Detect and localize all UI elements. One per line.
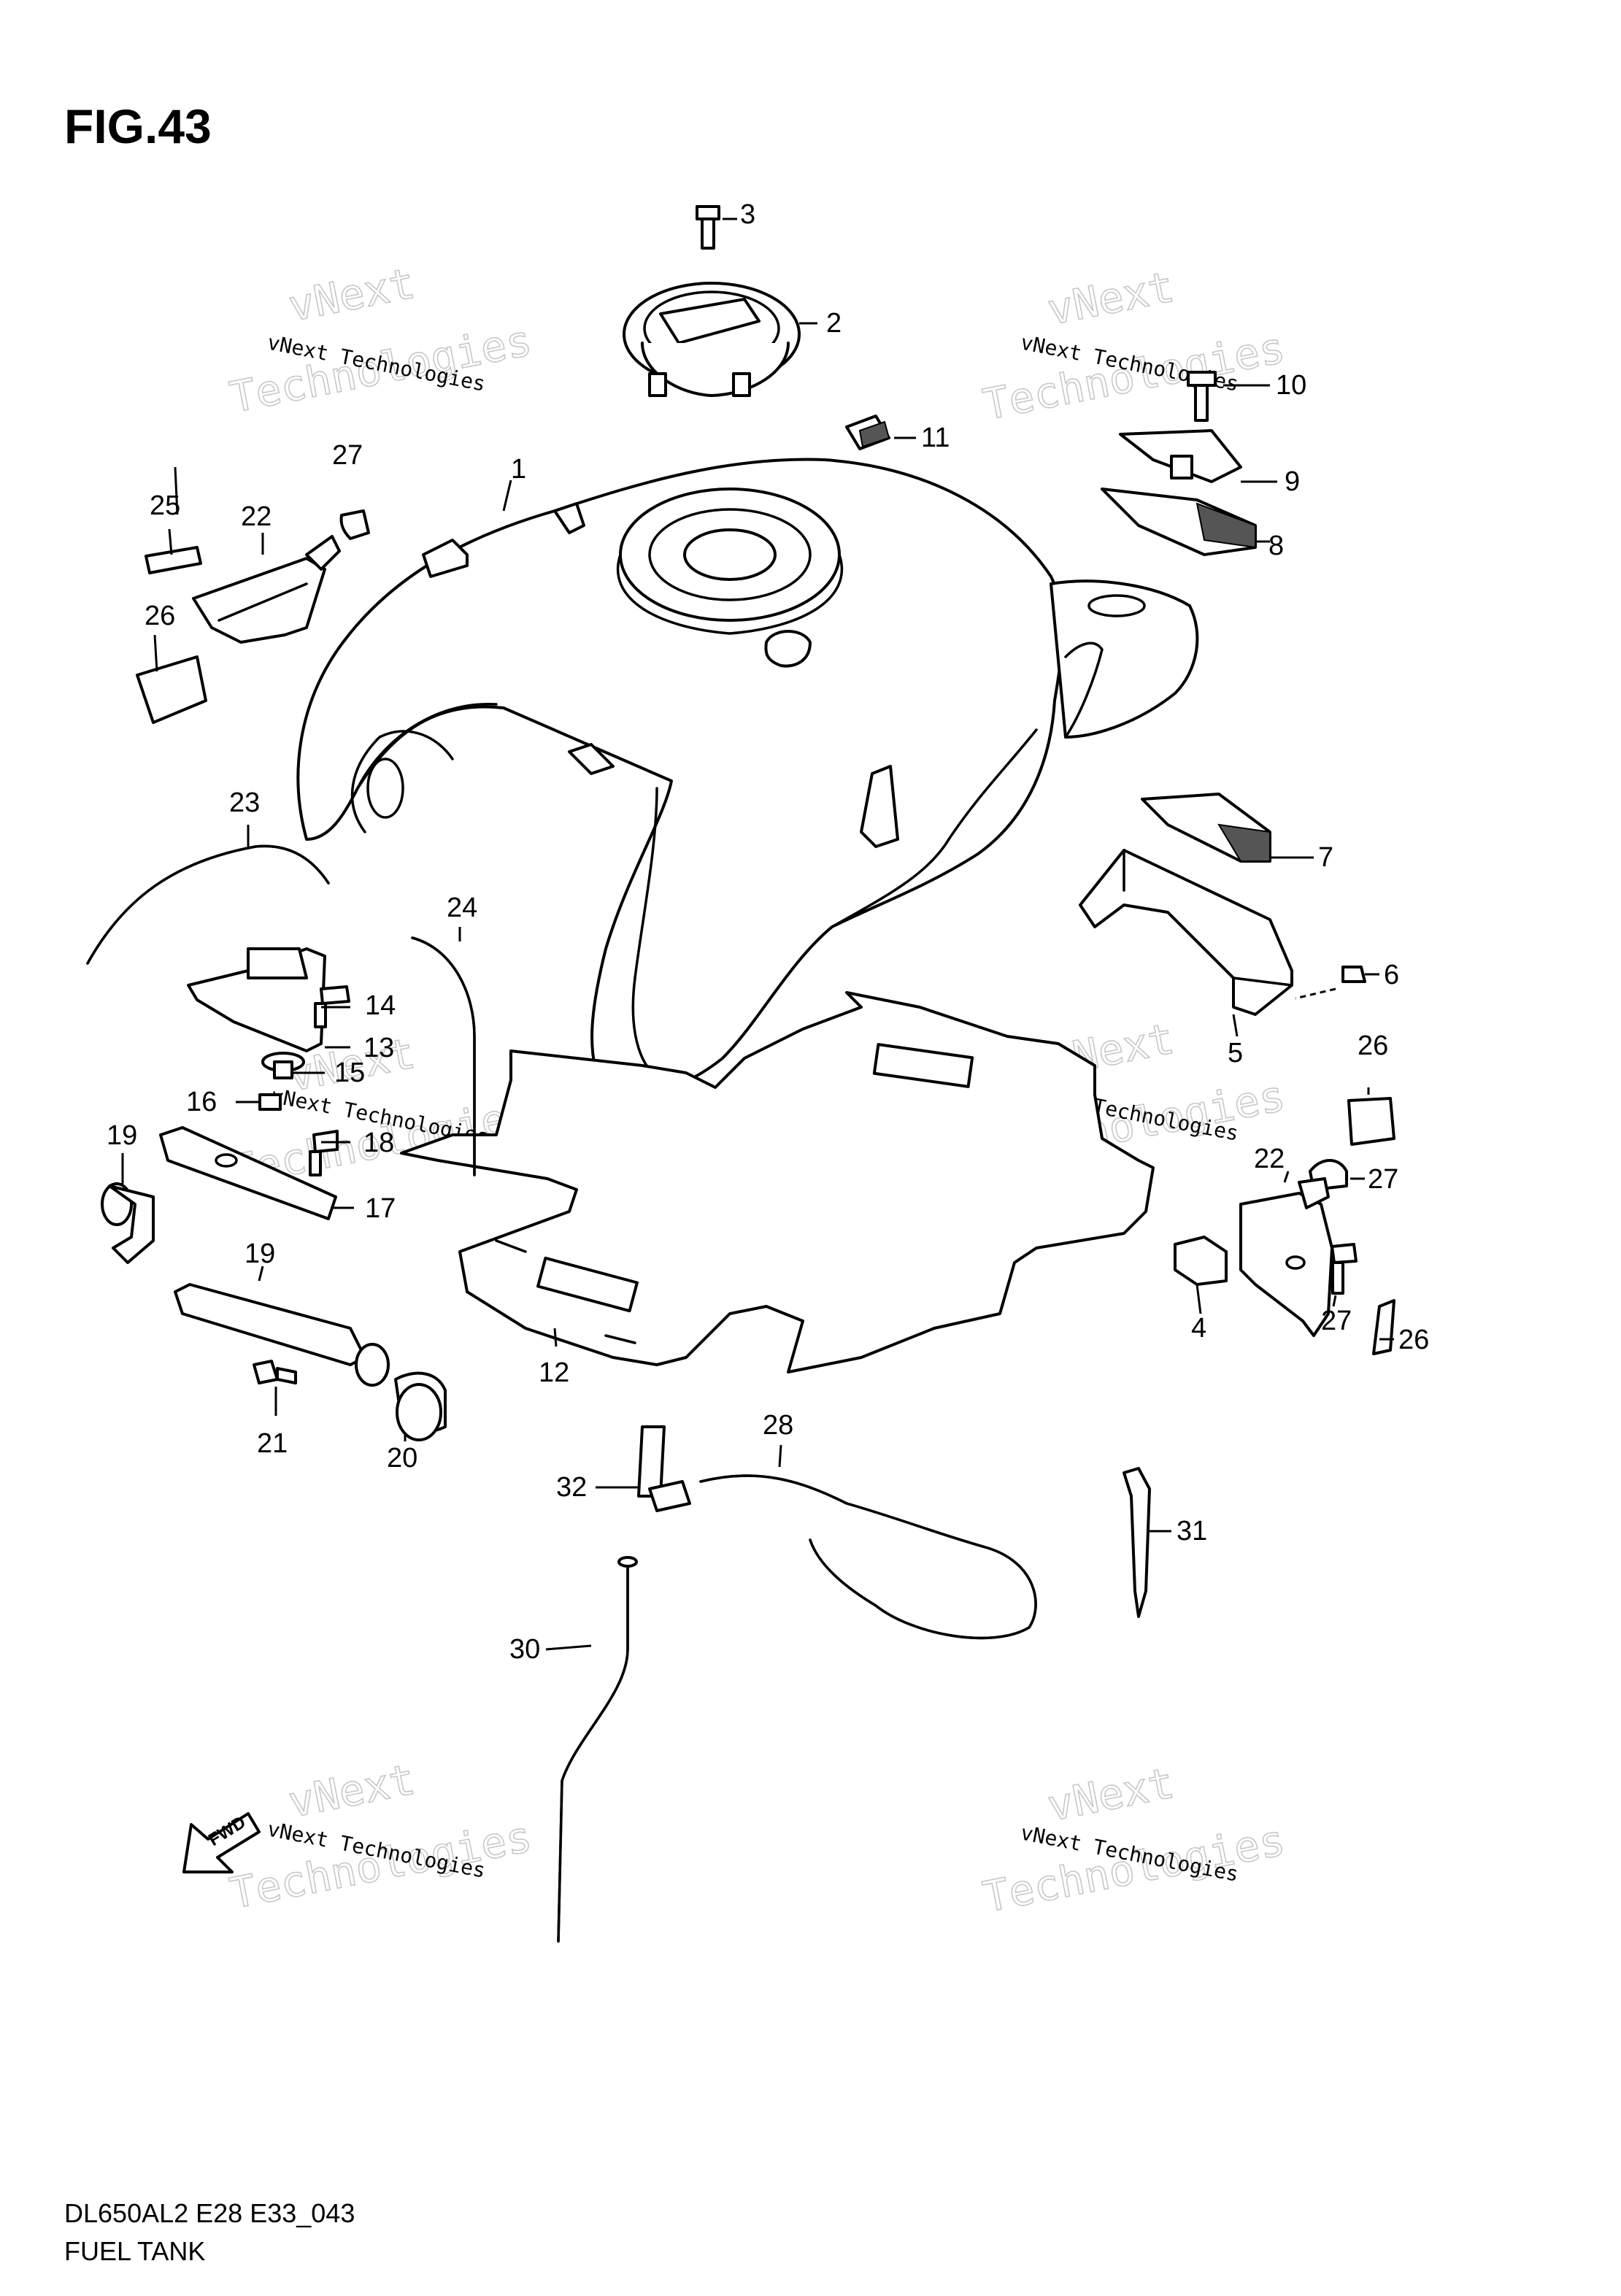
hose-22-center [411, 936, 476, 1176]
cushion-7 [1141, 793, 1271, 863]
figure-title: FIG.43 [64, 99, 212, 153]
cushion-4 [1174, 1236, 1228, 1286]
callout-4: 4 [1191, 1313, 1206, 1344]
callout-5: 5 [1228, 1038, 1243, 1068]
callout-16: 16 [186, 1087, 217, 1117]
gasket-8 [1101, 488, 1257, 556]
svg-text:vNext: vNext [1044, 1758, 1178, 1831]
bolt-21 [253, 1360, 297, 1384]
callout-26-right: 26 [1398, 1325, 1429, 1355]
callout-21: 21 [257, 1428, 288, 1459]
callout-17: 17 [365, 1193, 396, 1224]
callout-2: 2 [826, 308, 842, 339]
screw-3 [696, 205, 720, 250]
callout-10: 10 [1276, 370, 1306, 401]
cover-24 [1239, 1177, 1333, 1337]
bolt-14 [314, 985, 350, 1028]
hose-29 [699, 1474, 1037, 1640]
grommet-15 [261, 1052, 305, 1079]
leader-lines [121, 217, 1394, 1651]
callout-7: 7 [1318, 842, 1333, 873]
svg-text:vNext: vNext [285, 1754, 419, 1827]
watermark-top-right: Technologies vNext vNext Technologies [979, 261, 1290, 431]
clip-31 [1123, 1467, 1151, 1618]
band-19 [174, 1283, 390, 1387]
callout-19-band: 19 [245, 1238, 275, 1269]
svg-text:vNext: vNext [285, 258, 419, 331]
callout-19-left: 19 [107, 1120, 137, 1151]
bolt-10 [1187, 371, 1217, 422]
pad-25 [145, 546, 202, 574]
callout-13: 13 [363, 1033, 394, 1063]
callout-22-center: 24 [447, 893, 477, 923]
callout-6: 6 [1384, 960, 1399, 990]
callout-23: 22 [241, 501, 272, 532]
watermark-top-left: Technologies vNext vNext Technologies [226, 258, 536, 423]
watermark-bottom-right: Technologies vNext vNext Technologies [979, 1757, 1290, 1923]
callout-3: 3 [740, 199, 755, 230]
callout-20: 20 [387, 1443, 417, 1473]
callout-24: 22 [1254, 1144, 1285, 1174]
cover-23 [192, 535, 341, 644]
joint-32 [637, 1425, 691, 1512]
hose-30 [557, 1556, 638, 1943]
callout-11: 11 [921, 423, 950, 453]
hose-22-left [86, 844, 330, 965]
plate-9 [1119, 429, 1242, 483]
clip-19-left [101, 1182, 155, 1264]
figure-name: FUEL TANK [64, 2236, 205, 2266]
callout-28: 27 [1321, 1306, 1352, 1336]
fwd-arrow-icon: FWD [182, 1812, 261, 1873]
callout-22-left: 23 [229, 787, 260, 818]
pad-26-left [136, 655, 207, 724]
collar-16 [258, 1093, 282, 1111]
watermark-bottom-left: Technologies vNext vNext Technologies [226, 1754, 536, 1919]
callout-8: 8 [1268, 531, 1284, 561]
cap-27-left [339, 509, 370, 540]
callout-14: 14 [365, 990, 396, 1021]
callout-9: 9 [1285, 466, 1300, 497]
callout-18: 18 [363, 1128, 394, 1158]
tank-cap [623, 282, 801, 397]
callout-32: 32 [556, 1472, 587, 1503]
pad-26-right [1372, 1299, 1395, 1355]
svg-text:vNext: vNext [1044, 262, 1178, 335]
callout-27-left-label: 27 [332, 440, 363, 471]
pad-25-right [1347, 1097, 1395, 1146]
plate-12 [400, 991, 1155, 1374]
callout-25-left: 25 [150, 490, 180, 521]
callout-25-right: 26 [1358, 1030, 1388, 1061]
model-code: DL650AL2 E28 E33_043 [64, 2198, 355, 2228]
bolt-6 [1295, 966, 1366, 1000]
callout-12: 12 [539, 1357, 569, 1388]
cushion-20 [394, 1371, 447, 1441]
callout-30: 30 [509, 1634, 540, 1665]
callout-numbers: 3 2 1 10 9 8 11 7 5 6 26 22 27 4 27 26 2… [107, 199, 1429, 1665]
fuel-tank [296, 458, 1199, 1098]
callout-27-right: 27 [1368, 1164, 1398, 1195]
callout-26-left-label: 26 [145, 601, 175, 631]
callout-1: 1 [511, 454, 526, 485]
callout-31: 31 [1177, 1516, 1207, 1546]
strap-13 [187, 947, 326, 1052]
cushion-11 [845, 415, 890, 450]
callout-15: 15 [334, 1058, 365, 1088]
bracket-5 [1079, 849, 1293, 1016]
callout-29: 28 [763, 1410, 793, 1441]
bolt-28 [1331, 1243, 1358, 1295]
